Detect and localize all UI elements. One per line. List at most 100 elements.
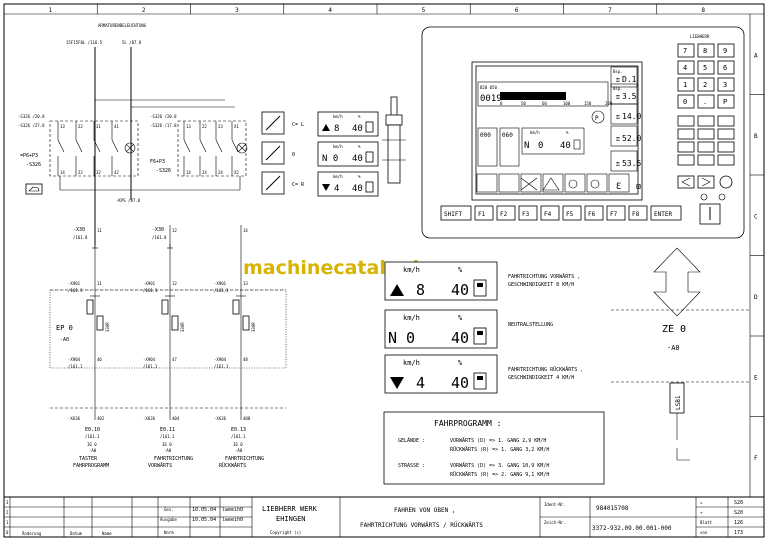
- big-desc1: FAHRTRICHTUNG VORWÄRTS ,: [508, 273, 580, 280]
- keypad-key[interactable]: [677, 60, 695, 75]
- row-letter: F: [754, 455, 758, 462]
- blank-key[interactable]: [677, 154, 695, 166]
- lcd-value-main: 0019: [480, 94, 502, 104]
- function-key-label: F2: [500, 211, 508, 218]
- arrow-left-key[interactable]: [677, 175, 695, 189]
- joystick-icon: [382, 96, 406, 184]
- drawing-title-2: FAHRTRICHTUNG VORWÄRTS / RÜCKWÄRTS: [360, 522, 483, 529]
- io-l1: I6 0: [162, 442, 172, 447]
- column-number: 1: [49, 7, 53, 14]
- function-key[interactable]: [584, 205, 604, 221]
- x904-pin: 46: [97, 357, 102, 362]
- contact-blade: [111, 139, 119, 153]
- blank-key[interactable]: [717, 115, 735, 127]
- blank-key[interactable]: [717, 154, 735, 166]
- ze-module: ZE 0 -A0 LSB1: [611, 247, 750, 461]
- keypad-key[interactable]: [697, 94, 715, 109]
- status-icon-cell: [586, 173, 608, 193]
- big-fuel: 40: [451, 329, 469, 347]
- keypad-key[interactable]: [717, 77, 735, 92]
- blank-key[interactable]: [717, 128, 735, 140]
- io-address: E0.11: [160, 427, 175, 433]
- big-kmh: km/h: [403, 359, 420, 367]
- zeich-label: Zeich-Nr.: [544, 520, 566, 525]
- blank-key[interactable]: [677, 115, 695, 127]
- keypad-key[interactable]: [717, 94, 735, 109]
- x904-ref: /161.1: [68, 364, 83, 369]
- io-desc1: FAHRTRICHTUNG: [154, 456, 193, 462]
- io-l2: -A0: [164, 448, 172, 453]
- arrow-left-icon: [681, 177, 691, 187]
- lcd-speed: 0: [538, 141, 543, 151]
- blank-key[interactable]: [697, 154, 715, 166]
- switch2-name1: F6+P3: [150, 159, 165, 165]
- resistor-icon: [242, 315, 250, 331]
- function-key[interactable]: [650, 205, 682, 221]
- blank-key[interactable]: [717, 141, 735, 153]
- lamp-cross: [238, 144, 246, 152]
- function-key[interactable]: [440, 205, 472, 221]
- terminal-top: 22: [78, 124, 83, 129]
- io-l2: -A0: [235, 448, 243, 453]
- keypad-key[interactable]: [697, 43, 715, 58]
- function-key[interactable]: [628, 205, 648, 221]
- lever-mark: 0: [292, 152, 295, 158]
- keypad-key[interactable]: [677, 94, 695, 109]
- keypad-key[interactable]: [677, 43, 695, 58]
- keypad-key[interactable]: [697, 60, 715, 75]
- resistor-value: 330R: [105, 322, 110, 332]
- function-key[interactable]: [540, 205, 560, 221]
- confirm-key[interactable]: [719, 175, 733, 189]
- keypad-key[interactable]: [697, 77, 715, 92]
- page-key: Blatt: [700, 520, 713, 525]
- lamp-icon: [236, 142, 248, 154]
- program-line-text: RÜCKWÄRTS (R) => 1. GANG 3,2 KM/H: [450, 446, 549, 453]
- function-key-label: ENTER: [654, 211, 672, 218]
- program-box: [383, 411, 605, 485]
- terminal-bottom: X2: [234, 170, 239, 175]
- function-key-label: F5: [566, 211, 574, 218]
- status-icon-cell: [476, 173, 498, 193]
- function-key[interactable]: [474, 205, 494, 221]
- big-pct: %: [458, 314, 463, 322]
- program-line-text: VORWÄRTS (D) => 3. GANG 10,9 KM/H: [450, 462, 549, 469]
- lcd-speed-box: [521, 127, 585, 155]
- direction-arrow-icon: [653, 247, 701, 317]
- resistor-icon: [161, 299, 169, 315]
- panel-brand: LIEBHERR: [690, 34, 710, 39]
- switch1-name1: =P6+P3: [20, 153, 38, 159]
- keypad-key-label: 6: [723, 64, 727, 72]
- x636-pin: 402: [97, 416, 105, 421]
- keypad-key-label: 9: [723, 47, 727, 55]
- blank-key[interactable]: [697, 115, 715, 127]
- blank-key[interactable]: [677, 141, 695, 153]
- lever-mark: C= L: [292, 122, 304, 128]
- function-key[interactable]: [496, 205, 516, 221]
- right-icon: ⚿: [616, 137, 620, 143]
- keypad-key[interactable]: [717, 60, 735, 75]
- io-l2: -A0: [89, 448, 97, 453]
- status-icon-cell: [608, 173, 630, 193]
- arrow-right-key[interactable]: [697, 175, 715, 189]
- mini-speed: N 0: [322, 154, 338, 164]
- function-key[interactable]: [518, 205, 538, 221]
- bargraph-tick: 60: [542, 101, 547, 106]
- lever-stick: [265, 145, 281, 161]
- keypad-key-label: 4: [683, 64, 687, 72]
- big-desc1: NEUTRALSTELLUNG: [508, 322, 553, 328]
- switch2-ref1: -S326 /20.8: [150, 114, 177, 119]
- function-key[interactable]: [562, 205, 582, 221]
- keypad-key[interactable]: [677, 77, 695, 92]
- keypad-key[interactable]: [717, 43, 735, 58]
- blank-key[interactable]: [697, 128, 715, 140]
- function-key[interactable]: [606, 205, 626, 221]
- blank-key[interactable]: [697, 141, 715, 153]
- ep-sub: -A0: [60, 337, 69, 343]
- program-line-label: GELÄNDE :: [398, 437, 425, 444]
- bargraph-tick: 100: [563, 101, 571, 106]
- blank-key[interactable]: [677, 128, 695, 140]
